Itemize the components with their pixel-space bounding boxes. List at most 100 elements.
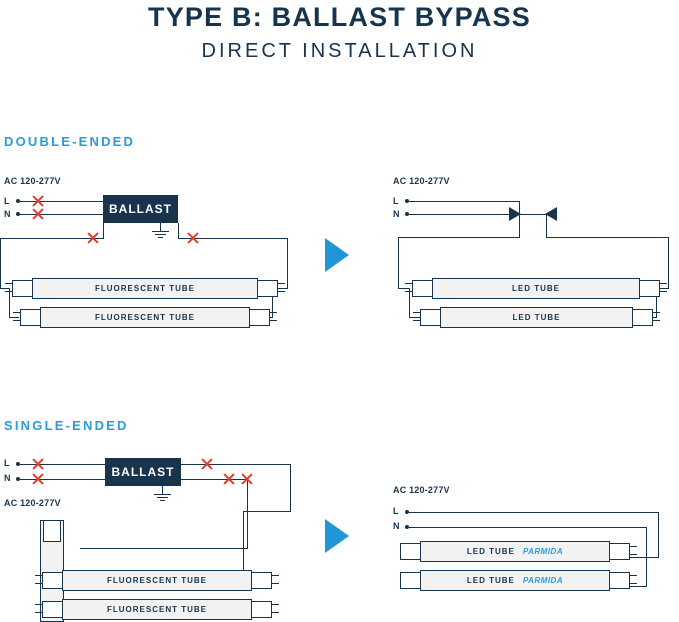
fluorescent-tube-2: FLUORESCENT TUBE (13, 307, 277, 328)
tube-body: LED TUBE PARMIDA (420, 541, 610, 562)
tube-pin (630, 583, 637, 584)
tube-cap-left (412, 280, 434, 297)
wire-right-run (243, 511, 291, 512)
tube-pin (630, 575, 637, 576)
wire-line-l (409, 512, 659, 513)
tube-label: LED TUBE (512, 313, 561, 322)
tube-pin (405, 291, 412, 292)
tube-label: FLUORESCENT TUBE (107, 576, 207, 585)
line-label: L (4, 196, 10, 206)
wire-line-l (20, 464, 105, 465)
led-tube-2: LED TUBE PARMIDA (400, 570, 637, 591)
neutral-label: N (393, 521, 400, 531)
tube-body: FLUORESCENT TUBE (40, 307, 250, 328)
tube-label: FLUORESCENT TUBE (107, 605, 207, 614)
tube-cap-right (608, 543, 630, 560)
fluorescent-tube-2: FLUORESCENT TUBE (35, 599, 279, 620)
wire-out-left-riser (103, 223, 104, 239)
terminal-dot (405, 212, 409, 216)
red-x-icon (31, 207, 45, 221)
tube-pin (413, 320, 420, 321)
tube-cap-left (42, 572, 64, 589)
wire-line-n (20, 479, 105, 480)
voltage-label: AC 120-277V (4, 176, 61, 186)
tube-pin (660, 291, 667, 292)
wire-right-drop2 (272, 288, 273, 318)
tube-pin (270, 320, 277, 321)
brand-label: PARMIDA (522, 547, 564, 556)
wire-left-to-tube2 (409, 317, 420, 318)
tube-cap-right (250, 601, 272, 618)
tube-cap-left (400, 543, 422, 560)
ballast-box: BALLAST (103, 195, 178, 223)
voltage-label: AC 120-277V (393, 485, 450, 495)
wire-l-run (630, 557, 659, 558)
wire-out-left (0, 238, 103, 239)
tube-cap-right (638, 280, 660, 297)
wire-line-l (409, 201, 519, 202)
terminal-dot (405, 510, 409, 514)
tube-label: FLUORESCENT TUBE (95, 284, 195, 293)
wire-out-right-riser (178, 223, 179, 239)
wire-right-drop (668, 237, 669, 288)
connector-right-icon (545, 207, 557, 221)
arrow-right-icon (325, 238, 349, 272)
wire-left-to-tube2 (9, 317, 19, 318)
section-label-double-ended: DOUBLE-ENDED (4, 134, 136, 149)
tube-pin (413, 312, 420, 313)
tube-pin (35, 604, 42, 605)
tube-pin (630, 546, 637, 547)
tube-pin (272, 583, 279, 584)
line-label: L (393, 506, 399, 516)
wire-line-n (20, 214, 103, 215)
tube-pin (270, 312, 277, 313)
tube-cap-left (12, 280, 34, 297)
red-x-icon (86, 231, 100, 245)
tube-pin (660, 283, 667, 284)
connector-left-icon (509, 207, 521, 221)
wire-n-drop (646, 527, 647, 586)
tube-label: LED TUBE (512, 284, 560, 293)
tube-body: LED TUBE (432, 278, 640, 299)
neutral-label: N (4, 473, 11, 483)
wire-right-to-tube1 (656, 288, 669, 289)
wire-bottom-run (80, 548, 248, 549)
wire-left-to-tube1 (0, 288, 10, 289)
red-x-icon (31, 457, 45, 471)
red-x-icon (31, 472, 45, 486)
wire-right-drop2 (656, 288, 657, 318)
wire-line-n (409, 527, 647, 528)
tube-pin (272, 575, 279, 576)
tube-cap-right (250, 572, 272, 589)
terminal-dot (16, 212, 20, 216)
wire-mid-drop (247, 479, 248, 548)
tube-pin (405, 283, 412, 284)
tube-cap-right (631, 309, 653, 326)
tube-cap-left (420, 309, 442, 326)
neutral-label: N (393, 209, 400, 219)
wire-out-bottom (181, 479, 248, 480)
neutral-label: N (4, 209, 11, 219)
tube-pin (272, 612, 279, 613)
fluorescent-tube-1: FLUORESCENT TUBE (5, 278, 285, 299)
tube-label: LED TUBE (466, 576, 515, 585)
red-x-icon (200, 457, 214, 471)
tube-pin (5, 291, 12, 292)
tube-pin (35, 575, 42, 576)
tube-body: FLUORESCENT TUBE (32, 278, 258, 299)
tube-pin (13, 320, 20, 321)
line-label: L (4, 458, 10, 468)
wire-left-drop2 (409, 288, 410, 318)
wire-right-drop (290, 464, 291, 511)
tube-pin (35, 583, 42, 584)
terminal-dot (16, 477, 20, 481)
wire-out-top (181, 464, 291, 465)
page-subtitle: DIRECT INSTALLATION (201, 40, 478, 62)
led-tube-1: LED TUBE (405, 278, 667, 299)
tube-cap-right (256, 280, 278, 297)
wire-left-to-tube1 (398, 288, 410, 289)
wire-left-drop (0, 238, 1, 288)
wire-out-right (569, 237, 669, 238)
tube-cap-left (42, 601, 64, 618)
red-x-icon (186, 231, 200, 245)
